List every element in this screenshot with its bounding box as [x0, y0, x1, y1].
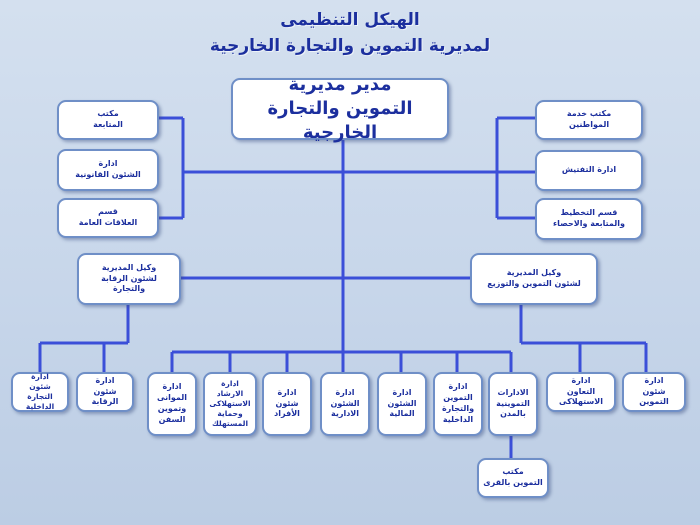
- planning-dept-label: قسم التخطيط والمتابعة والاحصاء: [553, 208, 625, 228]
- admin-affairs-box[interactable]: ادارة الشئون الادارية: [320, 372, 370, 436]
- director-label: مدير مديرية التموين والتجارة الخارجية: [267, 73, 413, 144]
- deputy-supply-box[interactable]: وكيل المديرية لشئون التموين والتوزيع: [470, 253, 598, 305]
- deputy-supply-label: وكيل المديرية لشئون التموين والتوزيع: [487, 268, 581, 288]
- supply-admins-label: الادارات التموينية بالمدن: [496, 387, 530, 419]
- personnel-box[interactable]: ادارة شئون الأفراد: [262, 372, 312, 436]
- director-box[interactable]: مدير مديرية التموين والتجارة الخارجية: [231, 74, 449, 143]
- consumer-coop-box[interactable]: ادارة التعاون الاستهلاكى: [546, 372, 616, 412]
- consumer-guidance-label: ادارة الارشاد الاستهلاكى وحماية المستهلك: [209, 378, 251, 429]
- inspections-label: ادارة التفتيش: [561, 165, 617, 175]
- supply-internal-trade-box[interactable]: ادارة التموين والتجارة الداخلية: [433, 372, 483, 436]
- villages-office-label: مكتب التموين بالقرى: [483, 467, 543, 487]
- deputy-control-label: وكيل المديرية لشئون الرقابة والتجارة: [101, 262, 157, 294]
- inspections-box[interactable]: ادارة التفتيش: [535, 150, 643, 191]
- citizen-service-box[interactable]: مكتب خدمة المواطنين: [535, 100, 643, 140]
- supply-admins-box[interactable]: الادارات التموينية بالمدن: [488, 372, 538, 436]
- public-relations-label: قسم العلاقات العامة: [78, 207, 138, 227]
- internal-trade-affairs-box[interactable]: ادارة شئون التجارة الداخلية: [11, 372, 69, 412]
- internal-trade-affairs-label: ادارة شئون التجارة الداخلية: [25, 371, 55, 412]
- consumer-guidance-box[interactable]: ادارة الارشاد الاستهلاكى وحماية المستهلك: [203, 372, 257, 436]
- supply-affairs-label: ادارة شئون التموين: [639, 375, 669, 407]
- personnel-label: ادارة شئون الأفراد: [274, 387, 300, 419]
- financial-affairs-label: ادارة الشئون المالية: [387, 387, 417, 419]
- legal-affairs-box[interactable]: ادارة الشئون القانونية: [57, 149, 159, 191]
- supply-internal-trade-label: ادارة التموين والتجارة الداخلية: [441, 382, 475, 424]
- public-relations-box[interactable]: قسم العلاقات العامة: [57, 198, 159, 238]
- warehouses-box[interactable]: ادارة الموانى وتموين السفن: [147, 372, 197, 436]
- warehouses-label: ادارة الموانى وتموين السفن: [157, 382, 187, 424]
- admin-affairs-label: ادارة الشئون الادارية: [330, 387, 360, 419]
- legal-affairs-label: ادارة الشئون القانونية: [75, 159, 141, 179]
- planning-dept-box[interactable]: قسم التخطيط والمتابعة والاحصاء: [535, 198, 643, 240]
- consumer-coop-label: ادارة التعاون الاستهلاكى: [559, 375, 603, 407]
- chart-title-line1: الهيكل التنظيمى: [280, 10, 420, 30]
- control-affairs-label: ادارة شئون الرقابة: [91, 375, 119, 407]
- control-affairs-box[interactable]: ادارة شئون الرقابة: [76, 372, 134, 412]
- financial-affairs-box[interactable]: ادارة الشئون المالية: [377, 372, 427, 436]
- office-follow-up-box[interactable]: مكتب المتابعة: [57, 100, 159, 140]
- supply-affairs-box[interactable]: ادارة شئون التموين: [622, 372, 686, 412]
- villages-office-box[interactable]: مكتب التموين بالقرى: [477, 458, 549, 498]
- deputy-control-box[interactable]: وكيل المديرية لشئون الرقابة والتجارة: [77, 253, 181, 305]
- chart-title-line2: لمديرية التموين والتجارة الخارجية: [209, 36, 491, 56]
- office-follow-up-label: مكتب المتابعة: [93, 109, 123, 129]
- citizen-service-label: مكتب خدمة المواطنين: [566, 109, 612, 129]
